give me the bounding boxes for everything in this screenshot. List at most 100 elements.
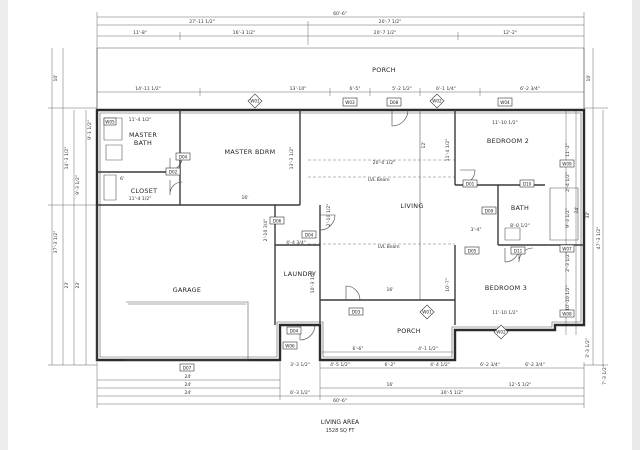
dim-left-f: 23' [75,281,81,288]
dim-right-a: 10' [586,74,592,81]
dim-bottom-o: 60'-6" [333,398,347,404]
dim-left-a: 10' [53,74,59,81]
door-window-tags: W01 W02 W03 D08 W04 W05 D04 D02 [103,93,575,372]
garage: GARAGE [96,205,276,361]
window-tag-w08: W08 [559,309,575,318]
dim-bottom-i: 6'-2 3/4" [480,362,500,368]
living-room: LVL Beam LVL Beam 20'-0 1/2" 12' LIVING … [308,109,455,301]
dim-row-d: 5'-2 1/2" [392,86,412,92]
dim-left-h: 9'-1 1/2" [87,120,93,140]
dim-overall-top: 60'-6" [333,11,347,17]
door-tag-d11: D11 [510,246,526,255]
window-tag-w01b: W01 [419,304,435,320]
dim-living-h: 12' [421,141,427,148]
svg-text:W06: W06 [285,344,295,349]
window-tag-w05: W05 [103,117,117,126]
dim-b3-h: 10'-7" [445,278,451,292]
dim-right-c: 32' [585,211,591,218]
svg-text:W08: W08 [562,312,572,317]
caption-title: LIVING AREA [321,419,360,426]
svg-text:W05: W05 [105,120,115,125]
porch-bottom: PORCH [397,327,421,335]
dim-lau-w: 4'-4 3/4" [286,240,306,246]
dim-bottom-b: 24' [184,382,191,388]
dim-seg3: 20'-7 1/2" [374,30,397,36]
caption-subtitle: 1528 SQ FT [326,428,356,434]
bedroom-3: BEDROOM 3 11'-10 1/2" 10'-7" [445,245,534,325]
dim-bottom-g: 6'-2" [385,362,396,368]
dim-seg1: 11'-8" [133,30,147,36]
svg-text:D04: D04 [179,155,188,160]
door-tag-d07: D07 [179,363,195,372]
dim-top-right: 20'-7 1/2" [379,19,402,25]
room-label-living: LIVING [400,202,423,210]
door-tag-d02: D02 [165,167,181,176]
dim-bottom-e: 4'-1 1/2" [418,346,438,352]
dim-mbd-h: 13'-3 1/2" [289,147,295,170]
svg-text:W07: W07 [562,247,572,252]
dim-lau-d: 2'-10 3/4" [263,219,269,242]
window-tag-w04: W04 [497,97,513,107]
dim-b2-h: 11'-4 1/2" [445,139,451,162]
dim-right-d: 24' [574,206,580,213]
window-tag-w03: W03 [342,97,358,107]
left-dimensions: 10' 14'-3 1/2" 9'-3 1/2" 37'-3 1/2" 23' … [48,48,97,366]
dim-lau-h: 10'-3 1/2" [310,271,316,294]
right-dimensions: 10' 47'-3 1/2" 32' 24' 11'-2" 2'-4 1/2" … [565,48,608,385]
dim-row-b: 13'-10" [290,86,307,92]
dim-row-a: 14'-11 1/2" [135,86,161,92]
svg-text:W01: W01 [250,99,260,104]
door-tag-d09: D09 [481,206,497,215]
dim-row-c: 6'-5" [350,86,361,92]
svg-text:D08: D08 [390,100,399,105]
room-label-garage: GARAGE [173,286,202,294]
dim-right-h: 2'-3 1/2" [565,252,571,272]
bottom-dimensions: 24' 24' 24' 6'-6" 4'-1 1/2" 4'-5 1/2" 6'… [96,346,585,408]
porch-top: PORCH [96,47,585,108]
svg-text:W01: W01 [422,310,432,315]
svg-text:D11: D11 [514,249,523,254]
dim-left-c: 9'-3 1/2" [75,175,81,195]
dim-bottom-j: 6'-2 3/4" [525,362,545,368]
svg-text:D05: D05 [468,249,477,254]
top-dimensions: 60'-6" 27'-11 1/2" 20'-7 1/2" 11'-8" 16'… [96,11,585,110]
beam-label-1: LVL Beam [368,177,390,183]
door-tag-d04c: D04 [286,326,302,335]
svg-text:W03: W03 [345,100,355,105]
master-bedroom: MASTER BDRM 13'-3 1/2" 16' [180,110,301,206]
dim-right-e: 11'-2" [565,143,571,157]
dim-living-w: 20'-0 1/2" [373,160,396,166]
door-tag-d03: D03 [348,307,364,316]
svg-text:D02: D02 [169,170,178,175]
svg-text:W09: W09 [562,162,572,167]
exterior-walls [95,108,586,362]
room-label-porch-bottom: PORCH [397,327,421,335]
dim-b3-w: 11'-10 1/2" [492,310,518,316]
room-label-bedroom2: BEDROOM 2 [487,137,529,145]
dim-top-left: 27'-11 1/2" [189,19,215,25]
dim-bottom-m: 6'-3 1/2" [290,390,310,396]
door-tag-d01: D01 [462,179,478,188]
dim-a1: 6' [120,176,124,182]
dim-bottom-p: 3'-3 1/2" [290,362,310,368]
door-tag-d05: D05 [464,246,480,255]
room-label-closet: CLOSET [131,187,158,195]
dim-bottom-f: 4'-5 1/2" [330,362,350,368]
door-tag-d06: D06 [269,216,285,225]
dim-a3: 16' [386,287,393,293]
room-label-porch-top: PORCH [372,66,396,74]
room-label-bedroom3: BEDROOM 3 [485,284,527,292]
door-tag-d10: D10 [519,179,535,188]
window-tag-w06: W06 [282,341,298,350]
svg-text:D01: D01 [466,182,475,187]
window-tag-w09: W09 [559,159,575,168]
dim-left-b: 14'-3 1/2" [64,147,70,170]
beam-label-2: LVL Beam [378,244,400,250]
dim-bottom-a: 24' [184,374,191,380]
svg-text:D09: D09 [485,209,494,214]
dim-right-f: 2'-4 1/2" [565,172,571,192]
dim-bottom-h: 4'-4 1/2" [430,362,450,368]
svg-text:D04: D04 [305,233,314,238]
dim-bottom-k: 16' [386,382,393,388]
